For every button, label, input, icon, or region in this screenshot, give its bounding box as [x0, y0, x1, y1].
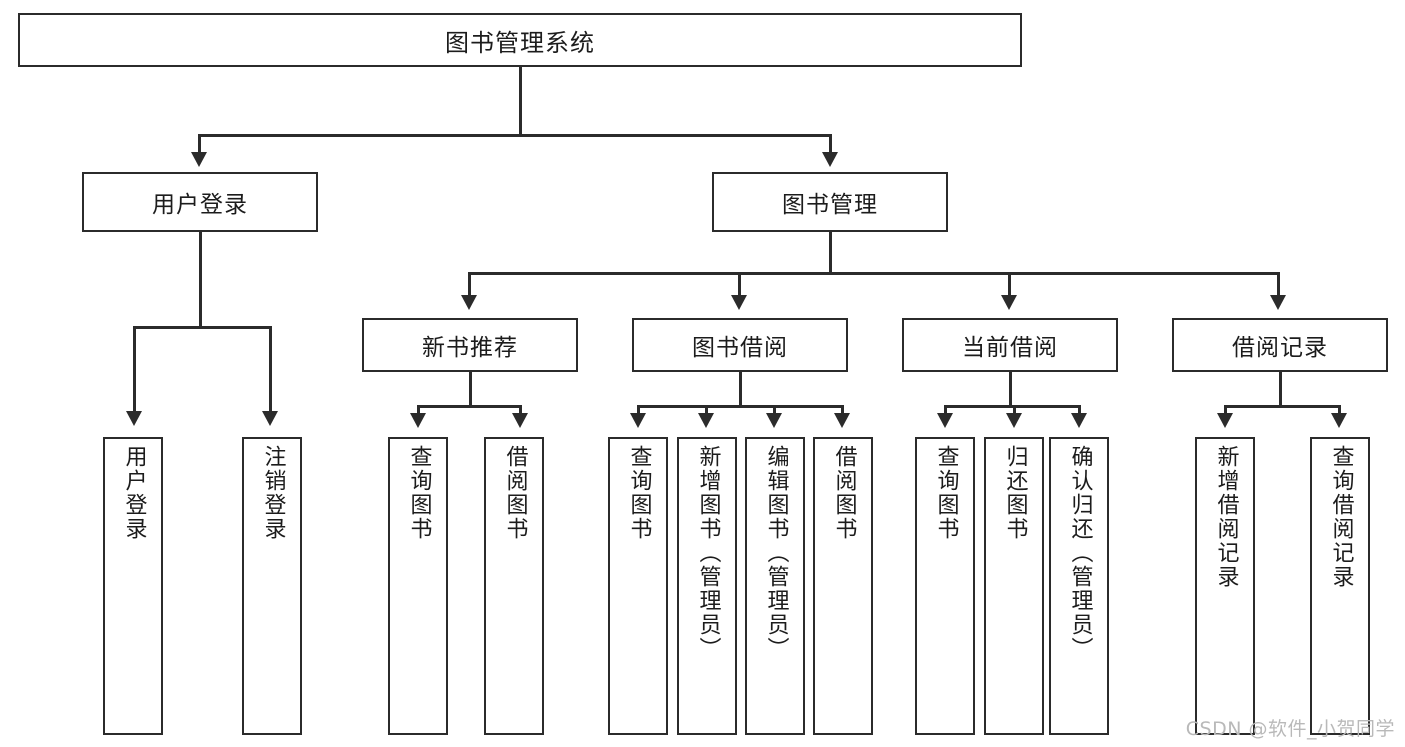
node-label: 当前借阅 [962, 335, 1058, 361]
connector-user-login-bus [133, 326, 272, 329]
leaf-user-login[interactable]: 用户登录 [103, 437, 163, 735]
leaf-logout[interactable]: 注销登录 [242, 437, 302, 735]
leaf-borrow-book-1[interactable]: 借阅图书 [484, 437, 544, 735]
connector-new-book-recommend-drop-1 [417, 405, 420, 414]
leaf-confirm-return-admin[interactable]: 确认归还（管理员） [1049, 437, 1109, 735]
connector-book-management-drop-2 [738, 272, 741, 296]
node-label: 借阅图书 [831, 445, 857, 541]
node-label: 查询图书 [933, 445, 959, 541]
connector-root-stem [519, 67, 522, 134]
leaf-add-borrow-record[interactable]: 新增借阅记录 [1195, 437, 1255, 735]
node-user-login[interactable]: 用户登录 [82, 172, 318, 232]
arrowhead-to-leaf-return-book [1006, 413, 1022, 428]
node-label: 新书推荐 [422, 335, 518, 361]
connector-current-borrow-stem [1009, 372, 1012, 405]
arrowhead-to-leaf-add-book [698, 413, 714, 428]
connector-current-borrow-drop-1 [944, 405, 947, 414]
connector-new-book-recommend-bus [417, 405, 522, 408]
connector-borrow-record-stem [1279, 372, 1282, 405]
connector-new-book-recommend-stem [469, 372, 472, 405]
node-current-borrow[interactable]: 当前借阅 [902, 318, 1118, 372]
node-label: 查询借阅记录 [1328, 445, 1354, 589]
node-label: 图书借阅 [692, 335, 788, 361]
node-label: 新增图书（管理员） [695, 445, 721, 661]
connector-book-management-drop-1 [468, 272, 471, 296]
connector-book-borrow-stem [739, 372, 742, 405]
leaf-borrow-book-2[interactable]: 借阅图书 [813, 437, 873, 735]
connector-borrow-record-drop-2 [1338, 405, 1341, 414]
node-label: 借阅图书 [502, 445, 528, 541]
node-borrow-record[interactable]: 借阅记录 [1172, 318, 1388, 372]
connector-root-bus [198, 134, 832, 137]
connector-user-login-drop-1 [133, 326, 136, 412]
leaf-query-book-2[interactable]: 查询图书 [608, 437, 668, 735]
leaf-return-book[interactable]: 归还图书 [984, 437, 1044, 735]
leaf-query-book-3[interactable]: 查询图书 [915, 437, 975, 735]
connector-new-book-recommend-drop-2 [519, 405, 522, 414]
connector-current-borrow-drop-2 [1013, 405, 1016, 414]
arrowhead-to-user-login [191, 152, 207, 167]
node-label: 图书管理 [782, 192, 878, 218]
connector-book-borrow-bus [637, 405, 844, 408]
leaf-query-book-1[interactable]: 查询图书 [388, 437, 448, 735]
connector-book-borrow-drop-3 [773, 405, 776, 414]
arrowhead-to-new-book-recommend [461, 295, 477, 310]
node-label: 新增借阅记录 [1213, 445, 1239, 589]
csdn-watermark: CSDN @软件_小贺同学 [1185, 718, 1395, 740]
connector-current-borrow-drop-3 [1078, 405, 1081, 414]
arrowhead-to-leaf-query-book-3 [937, 413, 953, 428]
node-label: 用户登录 [121, 445, 147, 541]
node-label: 编辑图书（管理员） [763, 445, 789, 661]
node-label: 注销登录 [260, 445, 286, 541]
node-new-book-recommend[interactable]: 新书推荐 [362, 318, 578, 372]
arrowhead-to-leaf-borrow-book-1 [512, 413, 528, 428]
connector-book-management-stem [829, 232, 832, 272]
arrowhead-to-leaf-edit-book [766, 413, 782, 428]
node-root-book-management-system[interactable]: 图书管理系统 [18, 13, 1022, 67]
connector-root-drop-1 [198, 134, 201, 153]
leaf-add-book-admin[interactable]: 新增图书（管理员） [677, 437, 737, 735]
arrowhead-to-borrow-record [1270, 295, 1286, 310]
node-label: 归还图书 [1002, 445, 1028, 541]
connector-user-login-drop-2 [269, 326, 272, 412]
arrowhead-to-current-borrow [1001, 295, 1017, 310]
connector-book-management-drop-4 [1277, 272, 1280, 296]
leaf-query-borrow-record[interactable]: 查询借阅记录 [1310, 437, 1370, 735]
connector-borrow-record-drop-1 [1224, 405, 1227, 414]
connector-book-borrow-drop-1 [637, 405, 640, 414]
node-label: 确认归还（管理员） [1067, 445, 1093, 661]
connector-book-borrow-drop-2 [705, 405, 708, 414]
connector-book-borrow-drop-4 [841, 405, 844, 414]
connector-current-borrow-bus [944, 405, 1081, 408]
arrowhead-to-leaf-add-borrow-record [1217, 413, 1233, 428]
arrowhead-to-leaf-query-borrow-record [1331, 413, 1347, 428]
node-label: 用户登录 [152, 192, 248, 218]
connector-user-login-stem [199, 232, 202, 326]
node-book-borrow[interactable]: 图书借阅 [632, 318, 848, 372]
arrowhead-to-leaf-borrow-book-2 [834, 413, 850, 428]
node-book-management[interactable]: 图书管理 [712, 172, 948, 232]
node-label: 查询图书 [406, 445, 432, 541]
node-label: 查询图书 [626, 445, 652, 541]
node-label: 图书管理系统 [445, 28, 595, 57]
arrowhead-to-book-borrow [731, 295, 747, 310]
arrowhead-to-leaf-confirm-return [1071, 413, 1087, 428]
connector-borrow-record-bus [1224, 405, 1341, 408]
leaf-edit-book-admin[interactable]: 编辑图书（管理员） [745, 437, 805, 735]
arrowhead-to-book-management [822, 152, 838, 167]
connector-book-management-bus [468, 272, 1280, 275]
arrowhead-to-leaf-query-book-2 [630, 413, 646, 428]
arrowhead-to-leaf-query-book-1 [410, 413, 426, 428]
connector-root-drop-2 [829, 134, 832, 153]
arrowhead-to-leaf-user-login [126, 411, 142, 426]
node-label: 借阅记录 [1232, 335, 1328, 361]
arrowhead-to-leaf-logout [262, 411, 278, 426]
connector-book-management-drop-3 [1008, 272, 1011, 296]
